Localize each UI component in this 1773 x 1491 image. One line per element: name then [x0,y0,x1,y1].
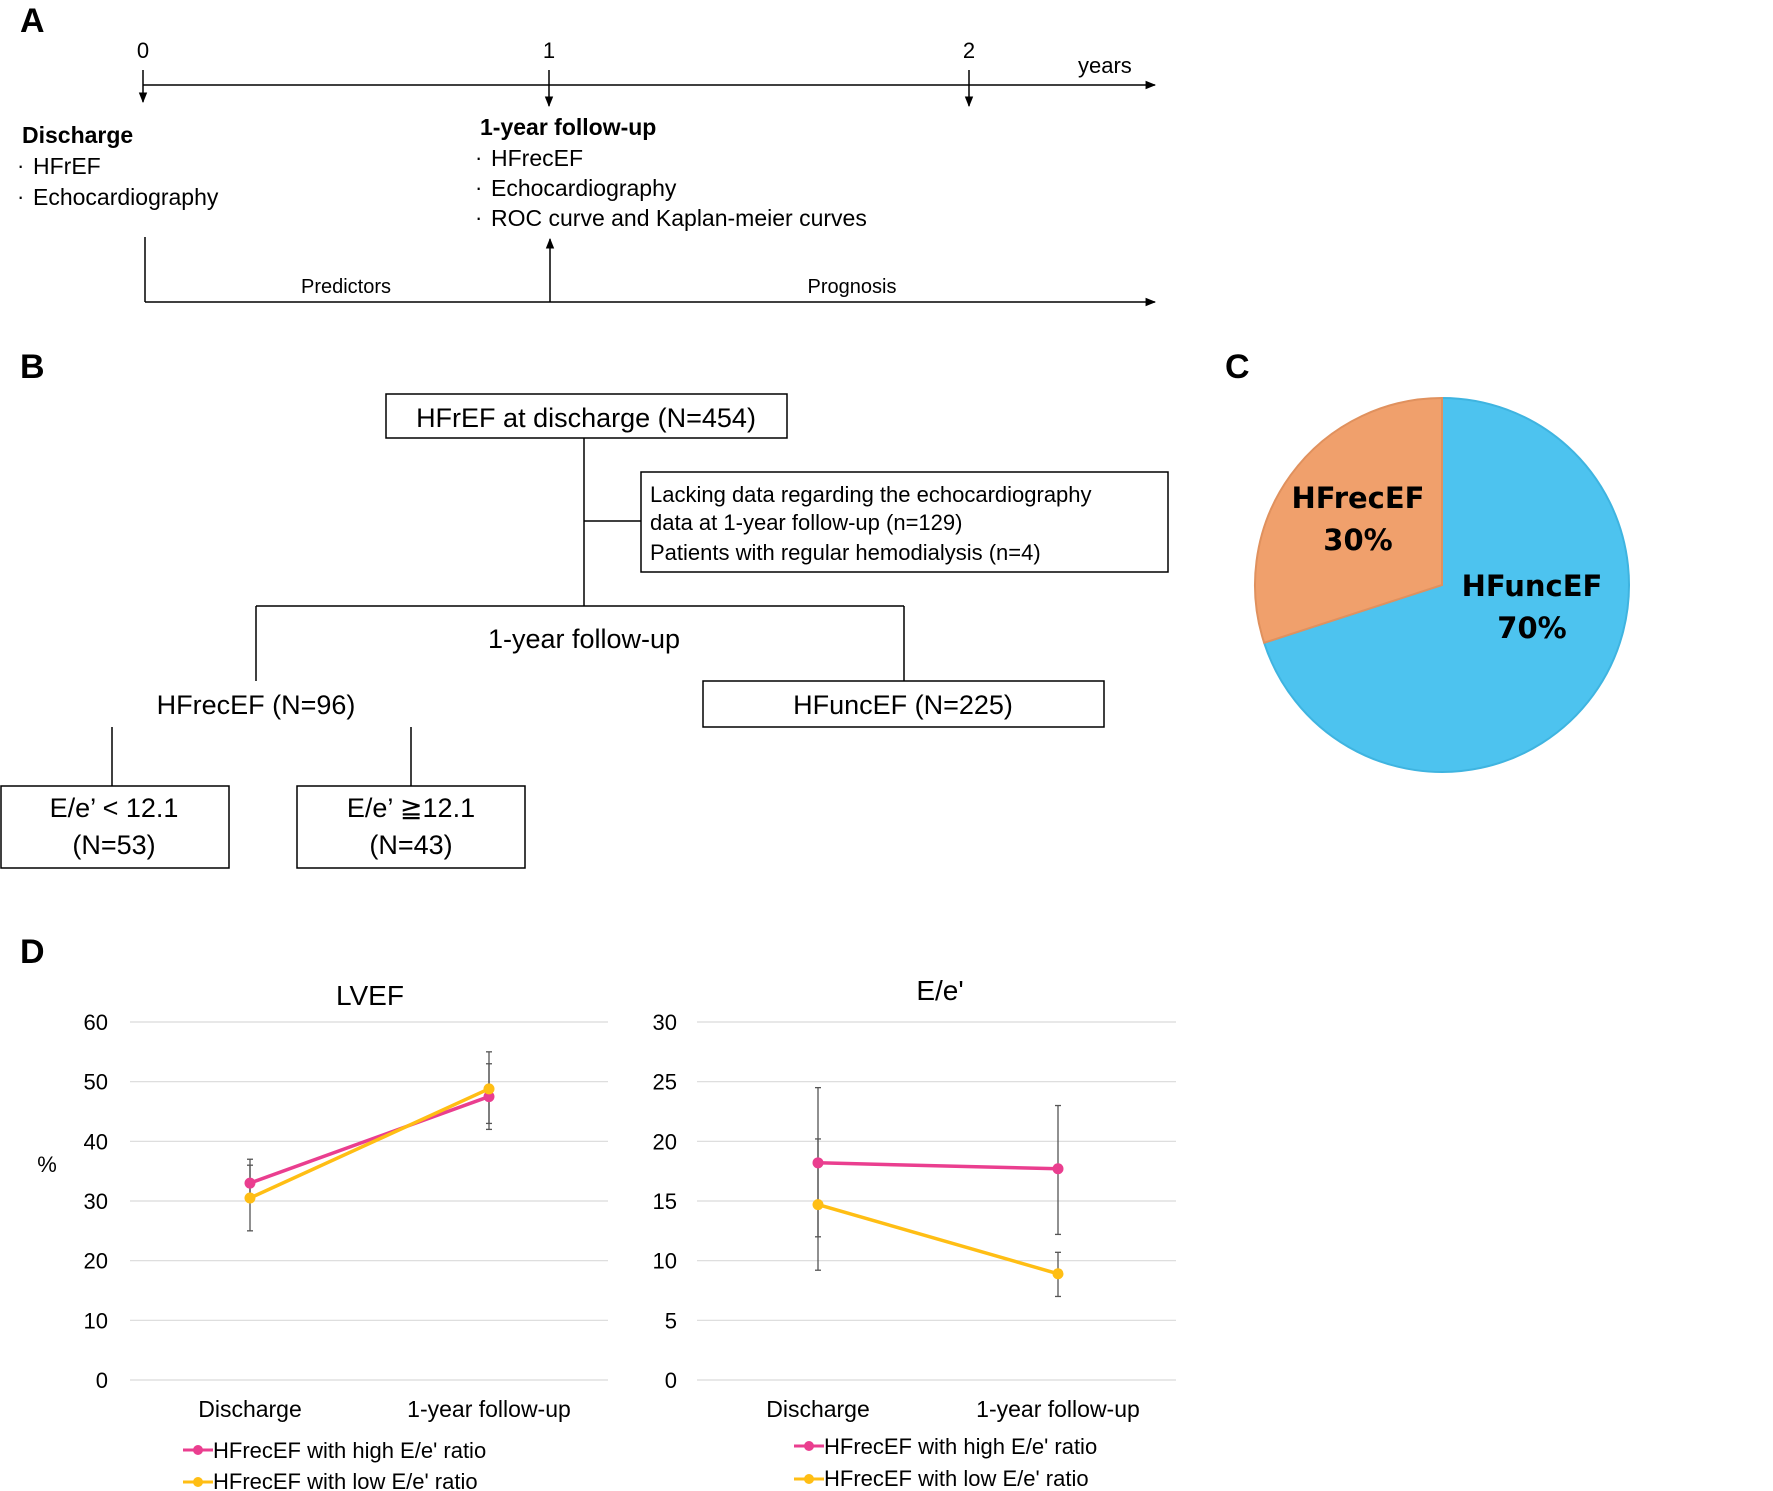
ee-ytick-15: 15 [653,1189,677,1214]
pie-value-hfrecef: 30% [1323,523,1392,557]
ee-ytick-30: 30 [653,1010,677,1035]
ee-ytick-0: 0 [665,1368,677,1393]
lvef-ytick-50: 50 [84,1070,108,1095]
ee-point-low-0 [812,1199,824,1211]
ee-legend-low-marker [804,1474,814,1484]
tick-1: 1 [543,38,555,63]
followup-item-hfrecef: HFrecEF [491,145,583,171]
lvef-ytick-60: 60 [84,1010,108,1035]
lvef-xtick-0: Discharge [198,1396,302,1422]
lvef-ylabel: % [37,1152,57,1177]
lvef-legend-high-marker [193,1445,203,1455]
panel-a: A 0 1 2 years Discharge · HFrEF · Echoca… [17,2,1157,307]
lvef-legend: HFrecEF with high E/e' ratio HFrecEF wit… [183,1438,486,1491]
ee-ytick-20: 20 [653,1129,677,1154]
lvef-ytick-0: 0 [96,1368,108,1393]
ee-series-line-high [817,1161,1059,1171]
ee-ytick-10: 10 [653,1249,677,1274]
lvef-title: LVEF [336,980,404,1011]
lvef-legend-low-marker [193,1477,203,1487]
lvef-series-line-low [249,1087,490,1200]
lvef-legend-high-text: HFrecEF with high E/e' ratio [213,1438,486,1463]
pie-slice-hfrecef [1254,396,1443,645]
ee-series-line-low [817,1202,1059,1276]
lvef-point-low-1 [483,1083,495,1095]
ee-legend-low-text: HFrecEF with low E/e' ratio [824,1466,1089,1491]
high-ee-box [296,785,526,869]
followup-label: 1-year follow-up [488,624,680,654]
ee-point-high-1 [1052,1163,1064,1175]
pie-label-hfrecef: HFrecEF [1291,481,1424,515]
high-ee-line-2: (N=43) [369,830,452,860]
prognosis-label: Prognosis [808,276,897,298]
discharge-title: Discharge [22,122,133,148]
lvef-legend-low-text: HFrecEF with low E/e' ratio [213,1469,478,1491]
followup-bullet-1: · [475,145,482,170]
followup-bullet-3: · [475,205,482,230]
ee-point-low-1 [1052,1268,1064,1280]
ee-title: E/e' [916,975,963,1006]
followup-bullet-2: · [475,175,482,200]
pie-chart: HFrecEF 30% HFuncEF 70% [1254,396,1630,773]
lvef-series-line-high [249,1094,490,1185]
ee-ytick-5: 5 [665,1308,677,1333]
lvef-ytick-30: 30 [84,1189,108,1214]
lvef-ytick-40: 40 [84,1129,108,1154]
high-ee-line-1: E/e’ ≧12.1 [347,793,475,823]
panel-c-label: C [1225,348,1250,386]
discharge-item-hfref: HFrEF [33,153,101,179]
lvef-chart: 0 10 20 30 40 50 60 LVEF% Discharge 1-year follow… [37,980,608,1422]
followup-title: 1-year follow-up [480,114,656,140]
discharge-bullet-1: · [17,153,24,178]
ee-ytick-25: 25 [653,1070,677,1095]
exclusion-box [640,471,1169,573]
top-box [385,393,788,439]
ee-legend-high-marker [804,1441,814,1451]
pie-label-hfuncef: HFuncEF [1462,569,1603,603]
exclusion-line-2: data at 1-year follow-up (n=129) [650,510,962,535]
low-ee-line-1: E/e’ < 12.1 [50,793,179,823]
ee-xtick-0: Discharge [766,1396,870,1422]
ee-legend-high-text: HFrecEF with high E/e' ratio [824,1434,1097,1459]
hfuncef-label: HFuncEF (N=225) [793,690,1013,720]
tick-2: 2 [963,38,975,63]
panel-a-label: A [20,2,45,40]
ee-xtick-1: 1-year follow-up [976,1396,1140,1422]
discharge-bullet-2: · [17,184,24,209]
lvef-ytick-20: 20 [84,1249,108,1274]
predictors-label: Predictors [301,276,391,298]
panel-b-label: B [20,348,45,386]
lvef-point-high-1 [483,1091,495,1103]
top-box-text: HFrEF at discharge (N=454) [416,403,756,433]
followup-item-echo: Echocardiography [491,175,677,201]
panel-b: B HFrEF at discharge (N=454) Lacking dat… [0,348,1169,869]
panel-c: C HFrecEF 30% HFuncEF 70% [1225,348,1630,773]
ee-legend: HFrecEF with high E/e' ratio HFrecEF wit… [794,1434,1097,1491]
lvef-point-high-0 [244,1177,256,1189]
exclusion-line-3: Patients with regular hemodialysis (n=4) [650,540,1041,565]
discharge-item-echo: Echocardiography [33,184,219,210]
ee-point-high-0 [812,1157,824,1169]
low-ee-line-2: (N=53) [72,830,155,860]
lvef-xtick-1: 1-year follow-up [407,1396,571,1422]
panel-d-label: D [20,933,45,971]
exclusion-line-1: Lacking data regarding the echocardiogra… [650,482,1092,507]
pie-slice-hfuncef [1262,396,1630,773]
followup-item-roc: ROC curve and Kaplan-meier curves [491,205,867,231]
low-ee-box [0,785,230,869]
tick-0: 0 [137,38,149,63]
timeline-unit: years [1078,53,1132,78]
hfuncef-box [702,680,1105,728]
pie-value-hfuncef: 70% [1497,611,1566,645]
lvef-point-low-0 [244,1192,256,1204]
hfrecef-label: HFrecEF (N=96) [157,690,356,720]
lvef-ytick-10: 10 [84,1308,108,1333]
ee-chart: 0 5 10 15 20 25 30 E/e' Discharge 1-year follow-u… [653,975,1176,1422]
